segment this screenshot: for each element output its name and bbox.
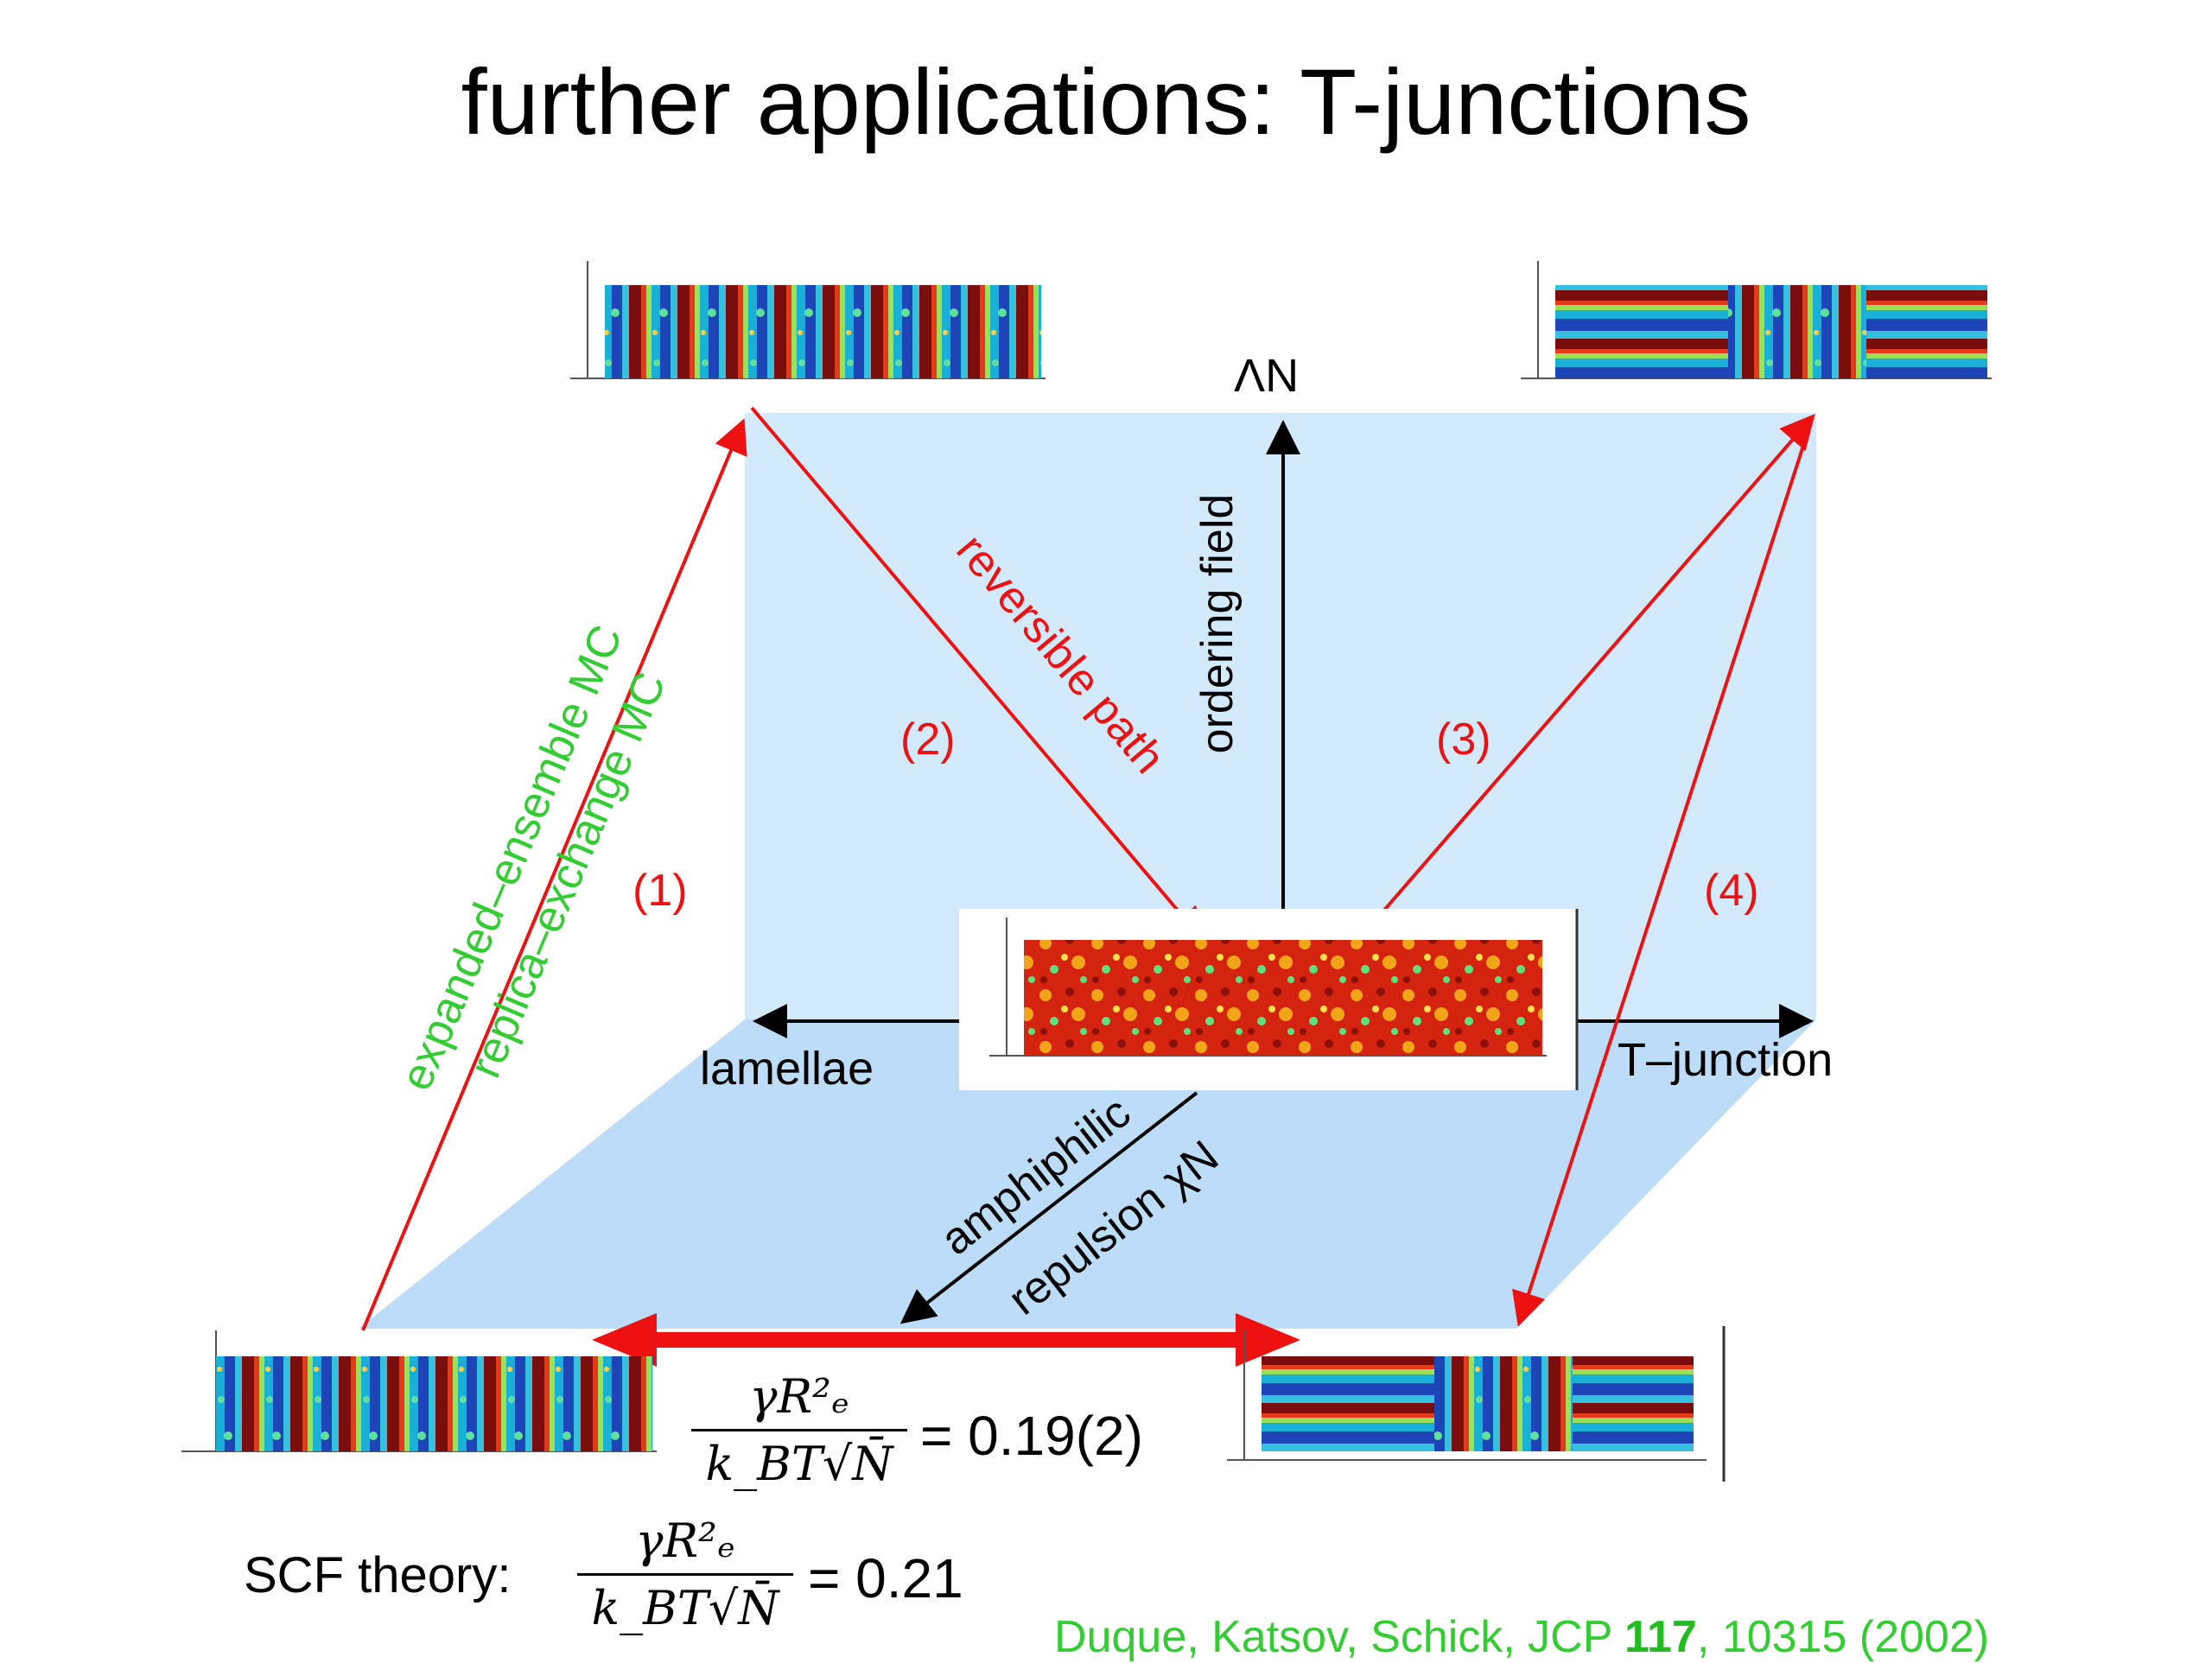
path-4-label: (4) bbox=[1704, 866, 1759, 916]
snapshot-bottom-right bbox=[1227, 1326, 1726, 1482]
equation-sim-numerator: γR²ₑ bbox=[749, 1369, 849, 1424]
equation-scf-rhs: = 0.21 bbox=[808, 1547, 963, 1609]
snapshot-bottom-left bbox=[181, 1330, 657, 1452]
equation-scf-numerator: γR²ₑ bbox=[635, 1514, 735, 1568]
left-axis-label: lamellae bbox=[700, 1043, 874, 1095]
equation-sim-fraction: γR²ₑ k_BT√N̄ bbox=[691, 1369, 907, 1491]
slide-title: further applications: T-junctions bbox=[461, 49, 1751, 154]
bottom-arrow-head-left bbox=[592, 1313, 657, 1367]
vertical-axis-label: ordering field bbox=[1192, 493, 1243, 754]
path-3-label: (3) bbox=[1436, 714, 1491, 765]
right-axis-label: T–junction bbox=[1618, 1034, 1834, 1086]
equation-sim-denominator: k_BT√N̄ bbox=[705, 1437, 893, 1491]
citation-authors: Duque, Katsov, Schick, JCP bbox=[1054, 1612, 1624, 1662]
snapshot-top-left bbox=[570, 261, 1046, 379]
path-3-arrow bbox=[1357, 413, 1815, 942]
scf-prefix: SCF theory: bbox=[244, 1547, 512, 1603]
floor-plane bbox=[359, 1019, 1816, 1329]
path-2-arrow bbox=[750, 406, 1205, 943]
vertical-axis-symbol: ΛN bbox=[1234, 350, 1300, 402]
equation-scf-denominator: k_BT√N̄ bbox=[591, 1581, 779, 1635]
path-1-label: (1) bbox=[632, 866, 688, 916]
path-1-arrow bbox=[361, 418, 747, 1331]
bottom-arrow-head-right bbox=[1236, 1313, 1300, 1367]
back-plane bbox=[745, 413, 1816, 1019]
equation-scf-fraction: γR²ₑ k_BT√N̄ bbox=[577, 1514, 793, 1635]
snapshot-center bbox=[959, 909, 1579, 1090]
path-4-arrow-down bbox=[1512, 416, 1815, 1327]
citation-volume: 117 bbox=[1624, 1612, 1697, 1662]
snapshot-top-right bbox=[1521, 261, 1992, 379]
citation-rest: , 10315 (2002) bbox=[1696, 1612, 1990, 1662]
diagonal-axis bbox=[899, 1091, 1198, 1324]
path-2-label: (2) bbox=[900, 714, 956, 765]
equation-sim-rhs: = 0.19(2) bbox=[920, 1405, 1143, 1467]
citation: Duque, Katsov, Schick, JCP 117, 10315 (2… bbox=[1054, 1611, 1989, 1663]
